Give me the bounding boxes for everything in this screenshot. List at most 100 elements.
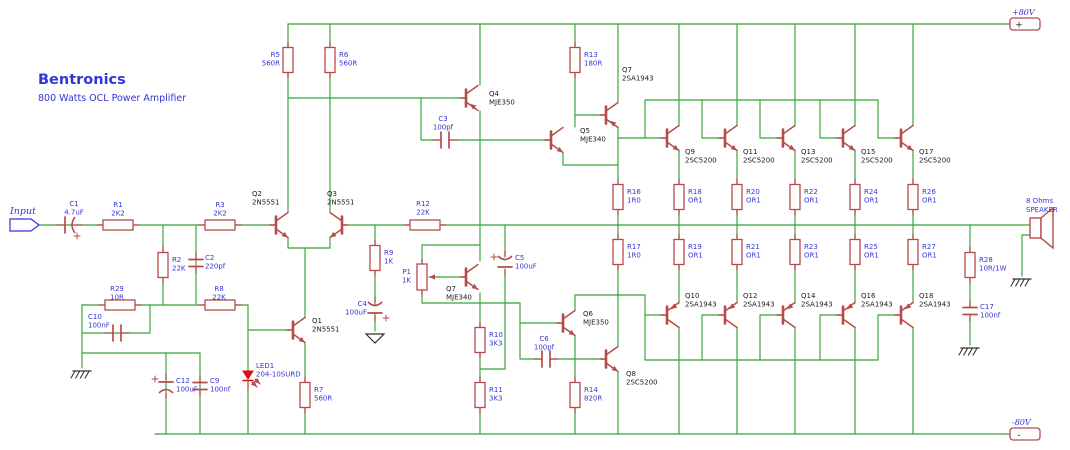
svg-text:2SC5200: 2SC5200	[919, 157, 951, 165]
svg-text:R8: R8	[214, 285, 223, 293]
svg-text:R1: R1	[113, 201, 122, 209]
svg-text:Q3: Q3	[327, 190, 337, 198]
svg-text:MJE340: MJE340	[580, 136, 606, 144]
svg-text:560R: 560R	[339, 60, 357, 68]
svg-text:100nf: 100nf	[980, 312, 1001, 320]
svg-text:Q4: Q4	[489, 90, 500, 98]
supply-negative-terminal: - -80V	[1009, 418, 1041, 441]
svg-text:2SC5200: 2SC5200	[861, 157, 893, 165]
svg-text:C6: C6	[539, 335, 549, 343]
svg-text:Q8: Q8	[626, 370, 636, 378]
component-C1: C14.7uF	[55, 200, 84, 240]
svg-text:-80V: -80V	[1012, 418, 1032, 427]
svg-text:100uF: 100uF	[515, 263, 537, 271]
svg-text:100uF: 100uF	[345, 309, 367, 317]
svg-text:C9: C9	[210, 377, 219, 385]
svg-text:R11: R11	[489, 386, 503, 394]
svg-text:R9: R9	[384, 249, 393, 257]
wires	[37, 23, 1031, 435]
svg-text:8 Ohms: 8 Ohms	[1026, 197, 1053, 205]
svg-text:Q12: Q12	[743, 292, 757, 300]
svg-text:Q9: Q9	[685, 148, 695, 156]
svg-text:22K: 22K	[172, 265, 186, 273]
svg-text:R12: R12	[416, 200, 430, 208]
svg-text:OR1: OR1	[688, 197, 703, 205]
svg-text:3K3: 3K3	[489, 395, 503, 403]
svg-text:+80V: +80V	[1012, 8, 1036, 17]
ground-symbols	[70, 278, 1032, 379]
svg-text:2SC5200: 2SC5200	[685, 157, 717, 165]
svg-text:2K2: 2K2	[111, 210, 125, 218]
svg-text:1K: 1K	[384, 258, 393, 266]
svg-text:SPEAKER: SPEAKER	[1026, 206, 1058, 214]
svg-text:R29: R29	[110, 285, 124, 293]
svg-text:10R: 10R	[110, 294, 124, 302]
svg-text:R2: R2	[172, 256, 181, 264]
svg-text:1R0: 1R0	[627, 197, 641, 205]
svg-text:R3: R3	[215, 201, 224, 209]
svg-text:2SC5200: 2SC5200	[626, 379, 658, 387]
svg-text:2SA1943: 2SA1943	[919, 301, 951, 309]
svg-text:100uF: 100uF	[176, 386, 198, 394]
svg-text:560R: 560R	[314, 395, 332, 403]
svg-text:2SA1943: 2SA1943	[801, 301, 833, 309]
svg-text:3K3: 3K3	[489, 340, 503, 348]
svg-text:10R/1W: 10R/1W	[979, 265, 1007, 273]
svg-text:R25: R25	[864, 243, 878, 251]
svg-text:Q18: Q18	[919, 292, 933, 300]
svg-text:R21: R21	[746, 243, 760, 251]
svg-text:2K2: 2K2	[213, 210, 227, 218]
svg-text:820R: 820R	[584, 395, 602, 403]
svg-text:P1: P1	[402, 268, 411, 276]
svg-text:OR1: OR1	[688, 252, 703, 260]
svg-text:2N5551: 2N5551	[252, 199, 280, 207]
svg-text:MJE340: MJE340	[446, 294, 472, 302]
svg-text:C10: C10	[88, 313, 102, 321]
svg-text:R13: R13	[584, 51, 598, 59]
svg-text:180R: 180R	[584, 60, 602, 68]
svg-text:2SA1943: 2SA1943	[743, 301, 775, 309]
svg-text:100nf: 100nf	[210, 386, 231, 394]
svg-text:Q15: Q15	[861, 148, 875, 156]
svg-text:OR1: OR1	[864, 252, 879, 260]
svg-text:2N5551: 2N5551	[327, 199, 355, 207]
svg-text:R5: R5	[271, 51, 280, 59]
svg-text:R28: R28	[979, 256, 993, 264]
svg-text:Q7: Q7	[622, 66, 632, 74]
svg-text:2SC5200: 2SC5200	[801, 157, 833, 165]
svg-text:1R0: 1R0	[627, 252, 641, 260]
svg-text:-: -	[1017, 431, 1020, 441]
svg-text:R27: R27	[922, 243, 936, 251]
svg-text:Q13: Q13	[801, 148, 815, 156]
svg-text:R20: R20	[746, 188, 760, 196]
svg-text:OR1: OR1	[746, 197, 761, 205]
svg-text:C12: C12	[176, 377, 190, 385]
svg-text:22K: 22K	[416, 209, 430, 217]
svg-text:OR1: OR1	[922, 252, 937, 260]
